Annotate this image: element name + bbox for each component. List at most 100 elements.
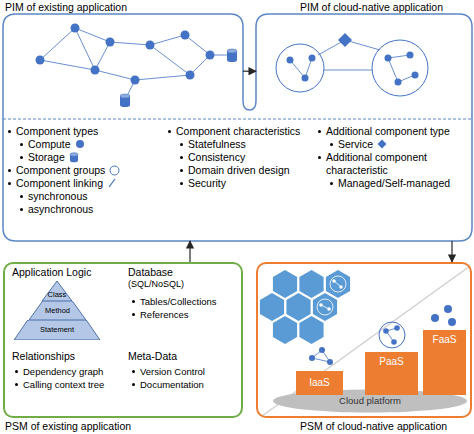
section-heading: (SQL/NoSQL) [128,279,184,290]
hexagon-cluster [260,270,350,344]
bullet-row: Version Control [132,365,205,378]
item-icon [75,139,85,149]
feature-item: Compute [28,138,71,151]
bullet-row: Additional component type [318,125,450,138]
feature-list-band: Component typesComputeStorageComponent g… [3,119,472,241]
pyramid-layer: Class [42,281,72,301]
bullet-dot [318,130,321,133]
diagonal-divider [262,266,470,416]
bullet-dot [15,383,18,386]
bullet-dot [20,143,23,146]
bullet-dot [8,130,11,133]
bullet-dot [132,370,135,373]
dashed-divider [3,119,472,120]
hexagon-groups [317,276,346,315]
detail-item: Tables/Collections [140,295,217,308]
bullet-row: Compute [20,138,85,151]
bullet-dot [180,182,183,185]
layer-outline [14,320,100,340]
node-text: FaaS [423,334,466,346]
bullet-row: Tables/Collections [132,295,217,308]
layer-outline [29,301,86,320]
item-icon [377,139,387,149]
detail-item: References [140,308,189,321]
feature-item: Additional component type [326,125,450,138]
pyramid-layer: Method [29,301,86,320]
section-heading: Application Logic [12,266,91,279]
service-model-box: PaaS [365,352,418,395]
feature-item: Storage [28,151,65,164]
icon-symbol [69,152,79,163]
node-text: PaaS [365,356,418,368]
feature-item: Security [188,177,226,190]
feature-item: Consistency [188,151,245,164]
psm-box: PSM of existing applicationClassMethodSt… [3,262,243,418]
feature-item: Statefulness [188,138,246,151]
cloud-native-graph [276,33,428,96]
psm-box: PSM of cloud-native applicationIaaSPaaSF… [256,262,472,418]
bullet-row: Component linking [8,177,117,190]
feature-item: synchronous [28,190,88,203]
flow-arrow [451,241,452,262]
bullet-dot [8,169,11,172]
ellipse-outline [273,389,467,412]
layer-outline [42,281,72,301]
item-icon [69,152,79,163]
icon-symbol [75,139,85,149]
pim-panel: PIM of existing application [3,14,243,118]
bullet-row: Storage [20,151,79,164]
hexagon-dots [319,279,343,311]
feature-item: asynchronous [28,203,93,216]
bullet-row: Component groups [8,164,120,177]
bullet-row: Domain driven design [180,164,290,177]
storage-components [120,49,237,107]
flow-arrow [189,241,190,262]
node-text: IaaS [296,377,343,389]
bullet-dot [20,195,23,198]
feature-item: Component types [16,125,98,138]
node-text: Cloud platform [272,395,468,406]
bullet-row: Additional component characteristic [318,151,454,177]
section-heading: Relationships [12,350,75,363]
bullet-row: Component characteristics [168,125,300,138]
bullet-dot [20,208,23,211]
section-heading: Database [128,266,173,279]
feature-item: Domain driven design [188,164,290,177]
bullet-row: Documentation [132,378,204,391]
pyramid-layer: Statement [14,320,100,340]
node-text: PSM of cloud-native application [300,420,447,433]
bullet-dot [132,300,135,303]
bullet-dot [330,182,333,185]
feature-item: Managed/Self-managed [338,177,450,190]
bullet-dot [180,143,183,146]
bullet-row: synchronous [20,190,88,203]
feature-item: Component linking [16,177,103,190]
detail-item: Version Control [140,365,205,378]
bullet-row: asynchronous [20,203,93,216]
bullet-dot [330,143,333,146]
icon-symbol [377,139,387,149]
bullet-dot [132,383,135,386]
feature-item: Additional component characteristic [326,151,454,177]
bullet-row: Managed/Self-managed [330,177,450,190]
detail-item: Calling context tree [23,378,104,391]
bullet-dot [132,313,135,316]
bullet-row: Dependency graph [15,365,103,378]
bullet-row: Service [330,138,387,151]
section-heading: Meta-Data [128,350,177,363]
feature-item: Component characteristics [176,125,300,138]
bullet-dot [168,130,171,133]
pim-outline [3,14,472,241]
detail-item: Documentation [140,378,204,391]
node-text: PIM of existing application [5,1,127,14]
service-model-box: IaaS [296,371,343,395]
bullet-row: Consistency [180,151,245,164]
feature-item: Component groups [16,164,105,177]
node-text: PSM of existing application [5,420,131,433]
node-text: Class [42,290,72,299]
bullet-dot [180,156,183,159]
compute-components [36,24,215,85]
component-links [40,28,232,100]
bullet-row: Component types [8,125,98,138]
